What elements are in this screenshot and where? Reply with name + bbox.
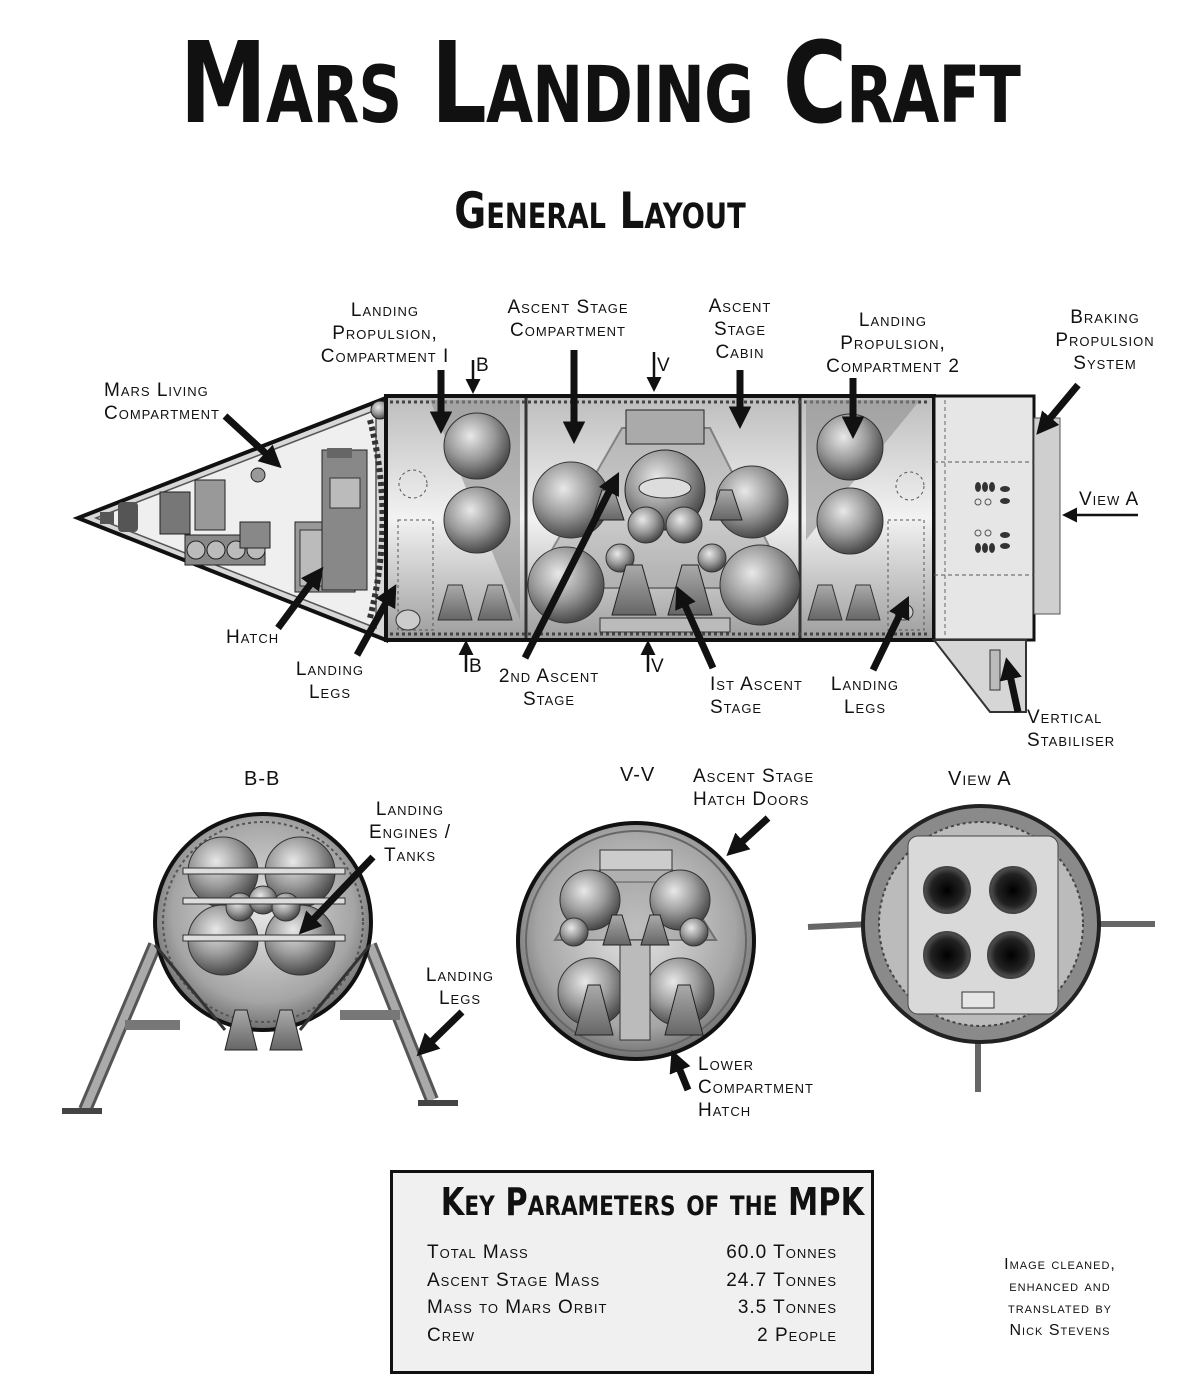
- param-value: 24.7 Tonnes: [726, 1269, 837, 1291]
- param-row: Total Mass 60.0 Tonnes: [427, 1239, 837, 1267]
- param-label: Ascent Stage Mass: [427, 1269, 601, 1291]
- label-landing-legs-front: Landing Legs: [295, 659, 365, 703]
- param-value: 2 People: [757, 1324, 837, 1346]
- view-a-title: View A: [948, 768, 1012, 790]
- param-label: Crew: [427, 1324, 476, 1346]
- label-hatch: Hatch: [226, 627, 280, 648]
- label-ascent-hatch-doors: Ascent Stage Hatch Doors: [693, 766, 815, 810]
- page-subtitle: General Layout: [454, 182, 746, 240]
- param-row: Ascent Stage Mass 24.7 Tonnes: [427, 1267, 837, 1295]
- label-mars-living-compartment: Mars Living Compartment: [104, 380, 220, 424]
- label-vertical-stabiliser: Vertical Stabiliser: [1027, 707, 1116, 751]
- label-landing-propulsion-2: Landing Propulsion, Compartment 2: [826, 310, 960, 377]
- label-view-a-arrow: View A: [1079, 489, 1140, 510]
- param-value: 60.0 Tonnes: [726, 1242, 837, 1263]
- section-vv-drawing: [516, 821, 756, 1061]
- label-landing-legs-rear: Landing Legs: [830, 674, 900, 718]
- param-row: Mass to Mars Orbit 3.5 Tonnes: [427, 1294, 837, 1322]
- braking-nozzles: [974, 482, 1010, 553]
- param-value: 3.5 Tonnes: [737, 1297, 837, 1318]
- key-parameters-title: Key Parameters of the MPK: [440, 1180, 865, 1224]
- section-marker-b-top: B: [476, 355, 490, 376]
- label-ascent-stage-cabin: Ascent Stage Cabin: [708, 296, 772, 363]
- key-parameters-list: Total Mass 60.0 Tonnes Ascent Stage Mass…: [427, 1239, 837, 1349]
- param-row: Crew 2 People: [427, 1322, 837, 1350]
- page-title: Mars Landing Craft: [179, 19, 1021, 149]
- section-marker-v-bottom: V: [651, 656, 665, 677]
- section-marker-b-bottom: B: [469, 656, 483, 677]
- label-bb-landing-legs: Landing Legs: [425, 965, 495, 1009]
- section-vv-title: V-V: [620, 764, 656, 786]
- view-a-drawing: [807, 804, 1155, 1092]
- param-label: Total Mass: [427, 1242, 529, 1263]
- label-landing-engines-tanks: Landing Engines / Tanks: [368, 799, 452, 866]
- label-second-ascent-stage: 2nd Ascent Stage: [498, 666, 600, 710]
- label-landing-propulsion-1: Landing Propulsion, Compartment I: [320, 300, 450, 367]
- section-bb-title: B-B: [244, 768, 281, 790]
- credit-note: Image cleaned, enhanced and translated b…: [1004, 1256, 1116, 1339]
- label-ascent-stage-compartment: Ascent Stage Compartment: [507, 297, 629, 341]
- section-bb-drawing: [62, 812, 458, 1114]
- param-label: Mass to Mars Orbit: [427, 1297, 608, 1318]
- label-lower-compartment-hatch: Lower Compartment Hatch: [698, 1054, 814, 1121]
- key-parameters-panel: Key Parameters of the MPK Total Mass 60.…: [390, 1170, 874, 1374]
- label-braking-propulsion: Braking Propulsion System: [1055, 307, 1155, 374]
- section-arrows: [458, 352, 1138, 672]
- label-first-ascent-stage: Ist Ascent Stage: [710, 674, 803, 718]
- side-view-arrows: [222, 350, 1081, 713]
- section-marker-v-top: V: [657, 355, 671, 376]
